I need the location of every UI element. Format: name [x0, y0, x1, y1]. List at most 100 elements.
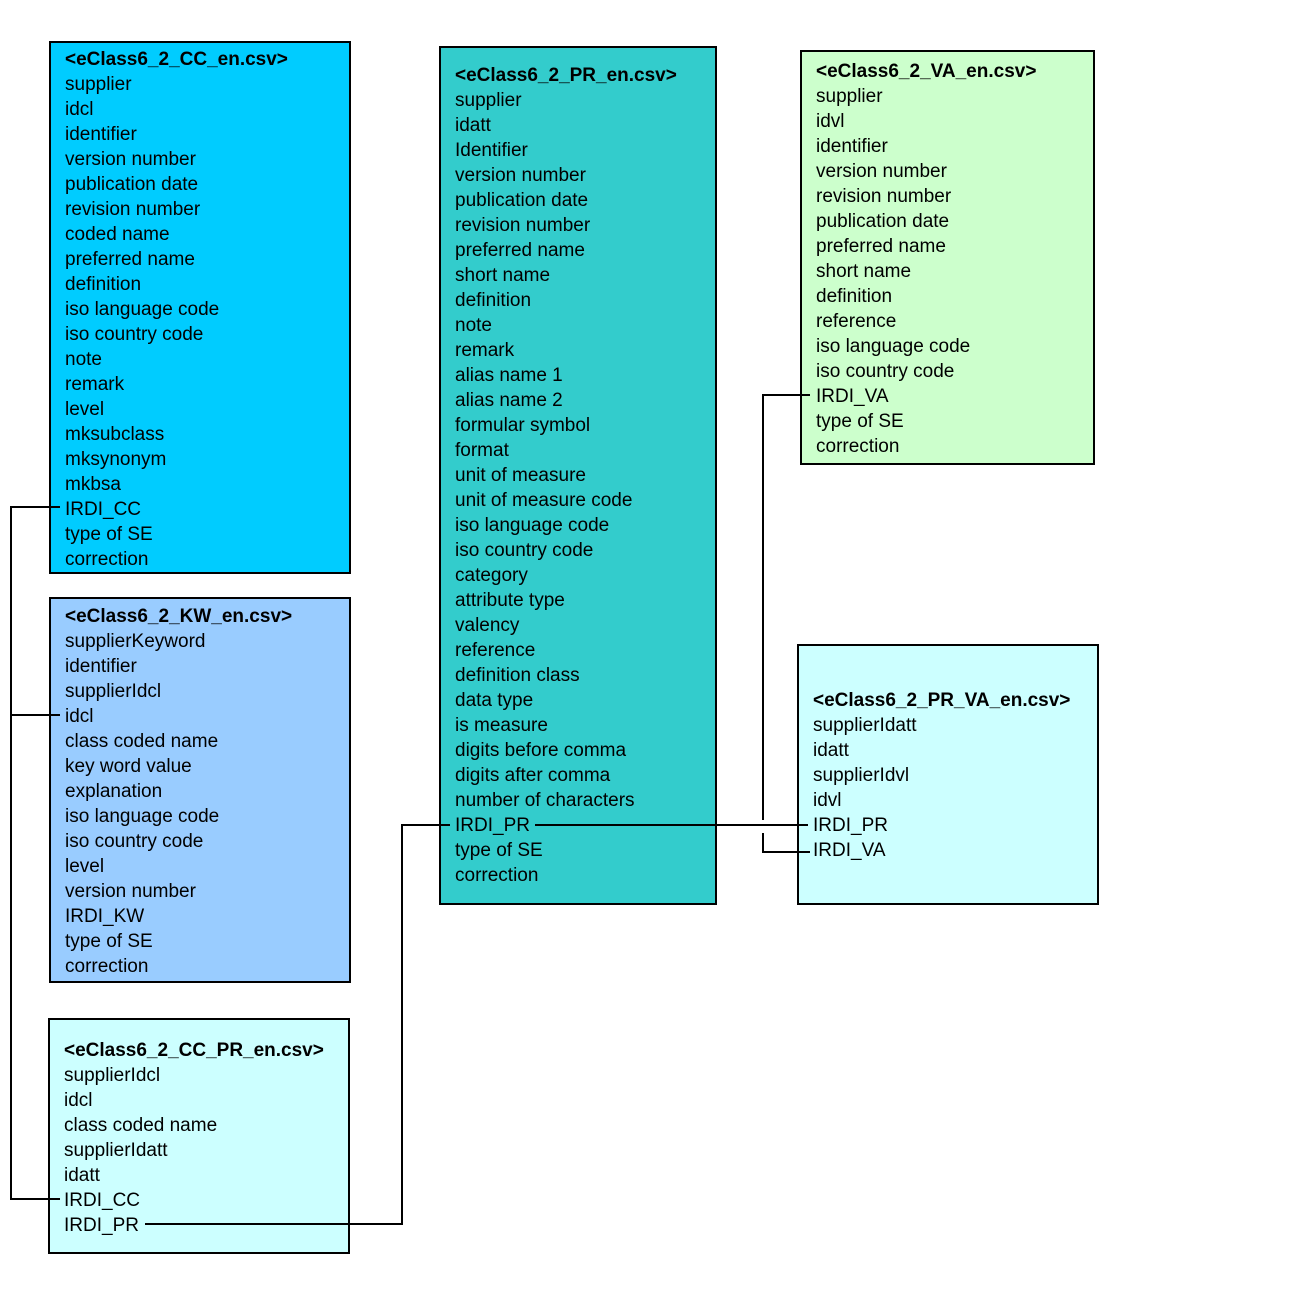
table-field: short name — [455, 265, 551, 286]
table-field: alias name 2 — [455, 390, 563, 411]
table-field: supplier — [816, 86, 883, 107]
table-cc-pr: <eClass6_2_CC_PR_en.csv> supplierIdcl idcl… — [48, 1018, 350, 1254]
table-field: revision number — [65, 199, 201, 220]
link-irdi-cc — [10, 506, 60, 1200]
table-field: iso language code — [455, 515, 610, 536]
table-field: preferred name — [455, 240, 585, 261]
table-field: reference — [455, 640, 536, 661]
table-field: data type — [455, 690, 534, 711]
table-field: digits before comma — [455, 740, 627, 761]
table-title: <eClass6_2_PR_en.csv> — [455, 65, 677, 86]
table-field: type of SE — [65, 931, 153, 952]
table-kw: <eClass6_2_KW_en.csv> supplierKeyword iden… — [49, 597, 351, 983]
table-field: key word value — [65, 756, 192, 777]
table-field: type of SE — [455, 840, 543, 861]
table-field: idatt — [813, 740, 849, 761]
table-field: idcl — [64, 1090, 93, 1111]
table-field: class coded name — [64, 1115, 218, 1136]
link-irdi-va-top — [762, 394, 810, 820]
table-field: IRDI_CC — [64, 1190, 141, 1211]
table-field: category — [455, 565, 528, 586]
table-title: <eClass6_2_KW_en.csv> — [65, 606, 293, 627]
table-field: preferred name — [816, 236, 946, 257]
table-field: class coded name — [65, 731, 219, 752]
table-field: definition — [816, 286, 893, 307]
table-field: IRDI_PR — [813, 815, 888, 836]
table-field: remark — [65, 374, 125, 395]
table-field: note — [65, 349, 102, 370]
table-field: identifier — [816, 136, 888, 157]
table-field: reference — [816, 311, 897, 332]
table-field: definition class — [455, 665, 580, 686]
table-field: supplierIdvl — [813, 765, 910, 786]
table-field: iso country code — [65, 831, 204, 852]
table-field: correction — [65, 549, 149, 570]
table-field: iso language code — [65, 806, 220, 827]
table-field: type of SE — [816, 411, 904, 432]
table-field: supplier — [65, 74, 132, 95]
table-field: level — [65, 856, 105, 877]
table-field: revision number — [816, 186, 952, 207]
table-field: IRDI_VA — [816, 386, 889, 407]
table-field: IRDI_CC — [65, 499, 142, 520]
table-field: supplierKeyword — [65, 631, 206, 652]
table-field: iso language code — [816, 336, 971, 357]
table-field: coded name — [65, 224, 170, 245]
table-field: supplierIdatt — [64, 1140, 168, 1161]
table-field: publication date — [455, 190, 589, 211]
table-field: idvl — [813, 790, 842, 811]
table-field: supplierIdatt — [813, 715, 917, 736]
table-field: mkbsa — [65, 474, 121, 495]
table-field: format — [455, 440, 509, 461]
table-field: mksynonym — [65, 449, 167, 470]
table-field: idvl — [816, 111, 845, 132]
table-field: version number — [816, 161, 947, 182]
table-field: iso language code — [65, 299, 220, 320]
table-field: explanation — [65, 781, 163, 802]
table-field: iso country code — [816, 361, 955, 382]
table-field: valency — [455, 615, 520, 636]
table-field: is measure — [455, 715, 548, 736]
table-field: iso country code — [65, 324, 204, 345]
table-pr-va: <eClass6_2_PR_VA_en.csv> supplierIdatt ida… — [797, 644, 1099, 905]
table-field: identifier — [65, 656, 137, 677]
table-field: idatt — [455, 115, 491, 136]
table-field: iso country code — [455, 540, 594, 561]
table-field: short name — [816, 261, 912, 282]
table-field: mksubclass — [65, 424, 165, 445]
table-field: IRDI_KW — [65, 906, 145, 927]
table-field: digits after comma — [455, 765, 611, 786]
table-field: IRDI_PR — [455, 815, 530, 836]
table-field: alias name 1 — [455, 365, 563, 386]
table-field: correction — [455, 865, 539, 886]
table-field: supplierIdcl — [64, 1065, 161, 1086]
table-field: IRDI_VA — [813, 840, 886, 861]
table-field: definition — [455, 290, 532, 311]
table-field: idcl — [65, 99, 94, 120]
table-field: correction — [65, 956, 149, 977]
table-field: remark — [455, 340, 515, 361]
link-irdi-va-bottom — [762, 833, 810, 853]
table-field: idcl — [65, 706, 94, 727]
table-field: revision number — [455, 215, 591, 236]
table-field: formular symbol — [455, 415, 591, 436]
table-title: <eClass6_2_CC_PR_en.csv> — [64, 1040, 324, 1061]
table-cc: <eClass6_2_CC_en.csv> supplier idcl identif… — [49, 41, 351, 574]
table-field: level — [65, 399, 105, 420]
table-title: <eClass6_2_CC_en.csv> — [65, 49, 288, 70]
table-field: supplier — [455, 90, 522, 111]
table-field: unit of measure code — [455, 490, 633, 511]
table-field: Identifier — [455, 140, 528, 161]
table-field: publication date — [816, 211, 950, 232]
table-field: IRDI_PR — [64, 1215, 139, 1236]
table-field: version number — [65, 881, 196, 902]
table-field: version number — [65, 149, 196, 170]
table-field: identifier — [65, 124, 137, 145]
table-field: number of characters — [455, 790, 635, 811]
table-title: <eClass6_2_PR_VA_en.csv> — [813, 690, 1071, 711]
table-field: definition — [65, 274, 142, 295]
table-field: version number — [455, 165, 586, 186]
